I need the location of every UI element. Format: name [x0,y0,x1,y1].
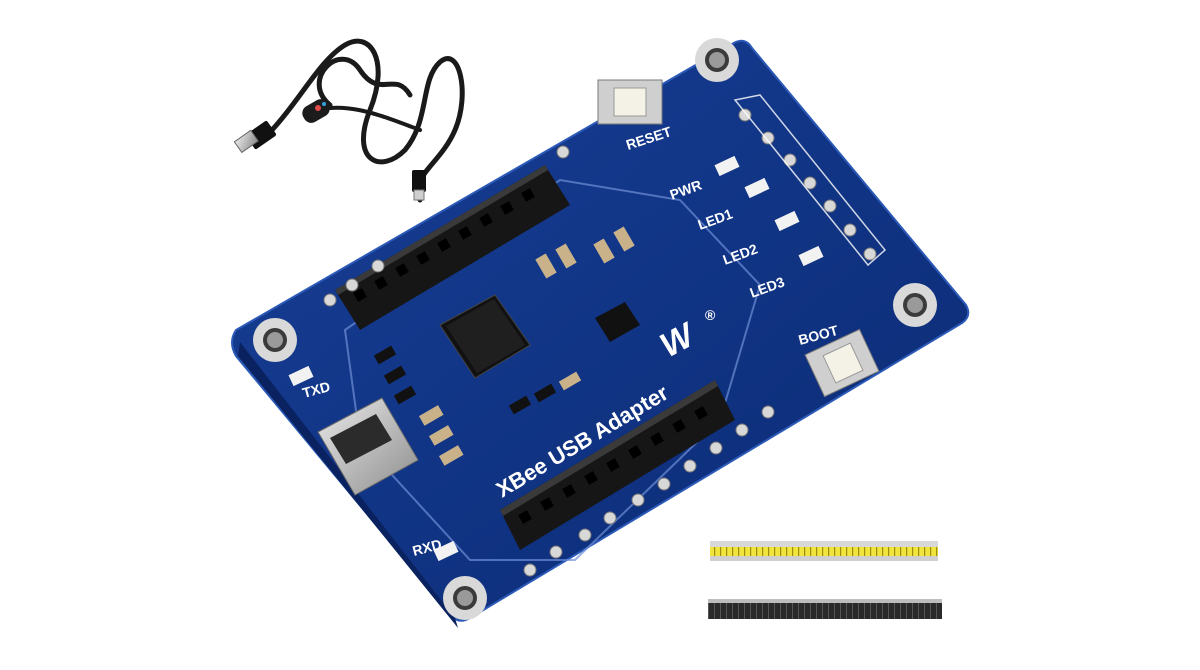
mounting-hole [695,38,739,82]
svg-text:®: ® [705,307,716,323]
usb-cable [269,38,465,203]
led-1 [744,177,770,199]
led-3 [798,245,824,267]
micro-usb-port [317,397,419,496]
female-header-bottom [500,380,735,550]
female-header-top [335,165,570,330]
mounting-hole [443,576,487,620]
led-pwr [714,155,740,177]
boot-button [804,328,880,398]
pin-header-black [708,599,942,619]
mounting-hole [893,283,937,327]
smd-components [373,226,635,466]
label-rxd: RXD [411,536,444,559]
led-txd [288,365,314,387]
label-txd: TXD [301,378,332,401]
mounting-hole [253,318,297,362]
pin-header-yellow [710,541,938,561]
xbee-usb-adapter-board: RESET BOOT PWR LED1 LED2 LED3 TXD RXD XB… [231,38,970,628]
usb-a-plug [233,120,277,154]
regulator-ic [595,302,640,342]
reset-button [597,79,663,125]
led-rxd [433,540,459,562]
led-2 [774,210,800,232]
pad-column-right [738,108,877,261]
microcontroller-chip [439,294,531,379]
pad-row [323,145,775,577]
pcb [231,39,970,622]
ferrite-bead [302,99,330,123]
micro-usb-plug [412,170,426,201]
